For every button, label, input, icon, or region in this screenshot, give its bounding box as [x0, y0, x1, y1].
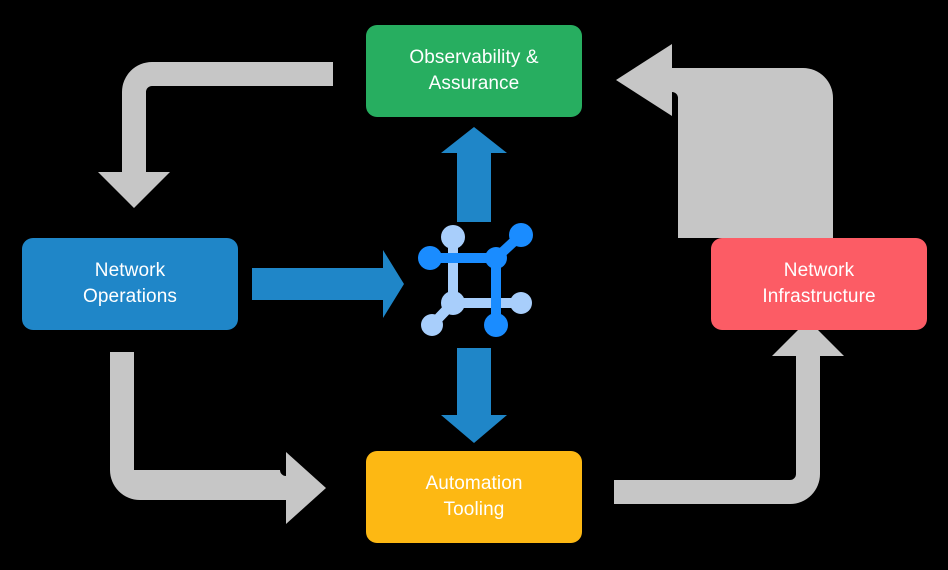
node-network-operations[interactable]: Network Operations — [22, 238, 238, 330]
arrow-operations-to-center — [252, 250, 404, 318]
network-topology-icon — [418, 223, 533, 337]
arrow-observability-to-operations — [98, 62, 333, 208]
arrow-center-to-automation — [441, 348, 507, 443]
node-automation-tooling[interactable]: Automation Tooling — [366, 451, 582, 543]
arrow-automation-to-infrastructure — [614, 320, 844, 504]
arrow-operations-to-automation — [110, 352, 326, 524]
arrow-infrastructure-to-observability — [616, 44, 833, 238]
node-observability-assurance[interactable]: Observability & Assurance — [366, 25, 582, 117]
arrow-center-to-observability — [441, 127, 507, 222]
node-network-infrastructure[interactable]: Network Infrastructure — [711, 238, 927, 330]
